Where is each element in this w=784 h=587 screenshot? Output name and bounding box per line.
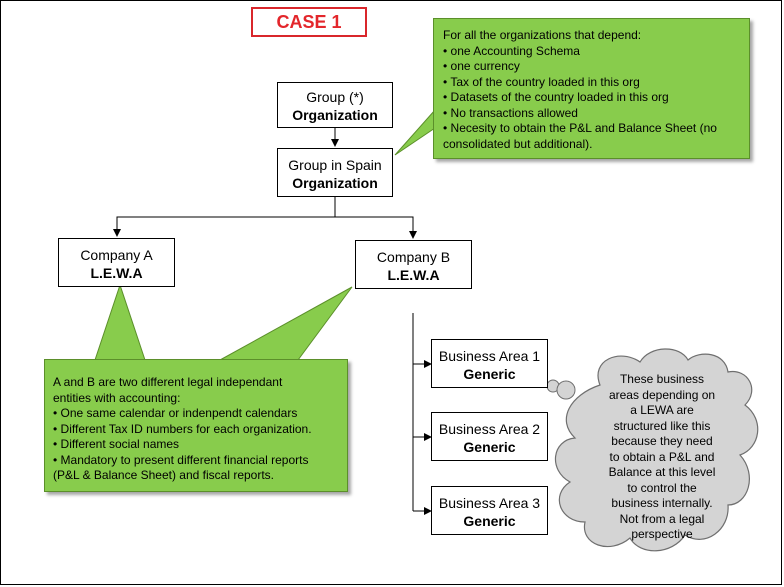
callout-top-tail	[394, 108, 436, 156]
callout-top-line: • Tax of the country loaded in this org	[443, 74, 640, 89]
node-group-in-spain[interactable]: Group in Spain Organization	[277, 148, 393, 197]
cloud-note: These business areas depending on a LEWA…	[588, 372, 736, 543]
node-ba3-type: Generic	[463, 513, 516, 529]
callout-top-line: • Necesity to obtain the P&L and Balance…	[443, 121, 717, 135]
callout-top-line: • one Accounting Schema	[443, 43, 580, 58]
callout-lewa-notes: A and B are two different legal independ…	[44, 359, 348, 492]
node-business-area-3[interactable]: Business Area 3 Generic	[431, 486, 548, 535]
cloud-line: Balance at this level	[608, 465, 716, 479]
node-company-b-label: Company B	[376, 249, 451, 265]
callout-organization-notes: For all the organizations that depend: •…	[433, 18, 750, 159]
node-ba1-type: Generic	[463, 366, 516, 382]
cloud-line: areas depending on	[608, 387, 716, 402]
node-company-a-label: Company A	[80, 247, 153, 263]
node-group-type: Organization	[292, 107, 378, 123]
callout-top-line: • one currency	[443, 59, 520, 73]
node-group-spain-label: Group in Spain	[288, 157, 382, 173]
node-business-area-1[interactable]: Business Area 1 Generic	[431, 339, 548, 388]
callout-top-line: • Datasets of the country loaded in this…	[443, 90, 669, 104]
cloud-line: perspective	[631, 527, 693, 541]
node-ba2-type: Generic	[463, 439, 516, 455]
callout-bottom-line: • One same calendar or indenpendt calend…	[53, 406, 298, 420]
callout-top-line: For all the organizations that depend:	[443, 28, 642, 42]
node-company-b[interactable]: Company B L.E.W.A	[355, 240, 472, 289]
cloud-line: to obtain a P&L and	[609, 449, 715, 464]
cloud-line: a LEWA are	[630, 403, 694, 417]
callout-bottom-line: • Mandatory to present different financi…	[53, 452, 309, 467]
node-business-area-2[interactable]: Business Area 2 Generic	[431, 412, 548, 461]
node-group-spain-type: Organization	[292, 175, 378, 191]
cloud-line: These business	[619, 372, 705, 386]
callout-bottom-line: A and B are two different legal independ…	[53, 375, 283, 389]
node-ba2-label: Business Area 2	[438, 421, 541, 437]
node-company-a-type: L.E.W.A	[90, 265, 143, 281]
callout-top-line: consolidated but additional).	[443, 136, 593, 151]
cloud-line: business internally.	[611, 496, 713, 510]
node-ba1-label: Business Area 1	[438, 348, 541, 364]
callout-bottom-line: (P&L & Balance Sheet) and fiscal reports…	[53, 468, 275, 482]
cloud-line: Not from a legal	[619, 511, 705, 526]
node-group-label: Group (*)	[306, 89, 364, 105]
node-group-organization[interactable]: Group (*) Organization	[277, 82, 393, 128]
node-company-a[interactable]: Company A L.E.W.A	[58, 238, 175, 287]
cloud-line: because they need	[611, 434, 713, 448]
node-ba3-label: Business Area 3	[438, 495, 541, 511]
connector-spain-to-company-b	[335, 216, 417, 239]
cloud-line: structured like this	[613, 418, 711, 433]
callout-bottom-line: • Different social names	[53, 437, 180, 451]
node-company-b-type: L.E.W.A	[387, 267, 440, 283]
callout-bottom-line: • Different Tax ID numbers for each orga…	[53, 421, 312, 436]
cloud-bubble-medium	[556, 380, 576, 400]
callout-bottom-line: entities with accounting:	[53, 390, 181, 405]
case-title: CASE 1	[251, 7, 367, 37]
callout-bottom-tail-a	[94, 283, 146, 361]
cloud-line: to control the	[627, 480, 697, 495]
callout-top-line: • No transactions allowed	[443, 105, 578, 120]
connector-spain-to-company-a	[113, 197, 336, 237]
thought-cloud	[554, 348, 759, 552]
callout-bottom-tail-b	[219, 286, 353, 361]
